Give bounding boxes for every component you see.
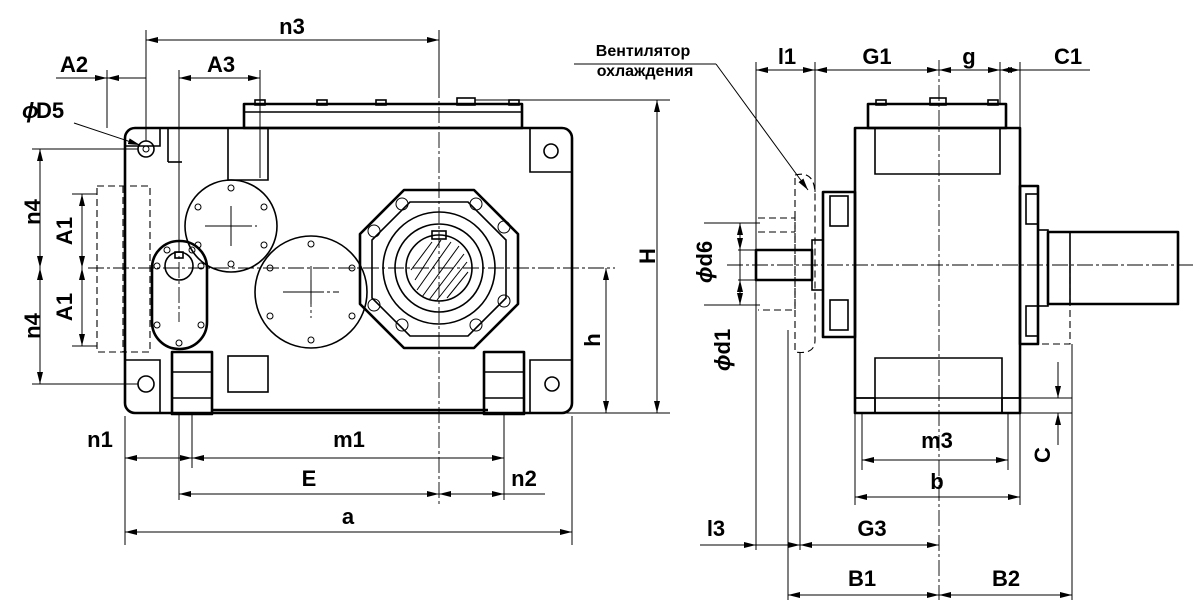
dimension-labels: n3 A2 A3 ϕ D5 n4 A1 n4 A1 H h n1 m1 E n2… [20, 14, 1082, 591]
label-d6: ϕd6 [692, 241, 717, 283]
output-flange [358, 188, 520, 350]
top-cover [242, 102, 524, 130]
label-fan-line2: охлаждения [597, 63, 694, 80]
label-h: h [580, 333, 605, 346]
foot-left [170, 350, 214, 416]
side-top-cover [866, 102, 1008, 130]
label-l1: l1 [778, 44, 796, 69]
side-view [727, 60, 1195, 600]
label-C1: C1 [1054, 44, 1082, 69]
label-a: a [342, 504, 355, 529]
mount-hole-br [544, 376, 560, 392]
label-A2: A2 [60, 52, 88, 77]
label-G3: G3 [857, 516, 886, 541]
label-n1: n1 [87, 427, 113, 452]
label-H: H [635, 248, 660, 264]
front-dimensions [32, 30, 670, 545]
label-C: C [1030, 447, 1055, 463]
label-A1-top: A1 [52, 217, 77, 245]
bearing-cover-2 [254, 235, 368, 349]
label-fan-line1: Вентилятор [596, 43, 691, 60]
label-l3: l3 [707, 516, 725, 541]
label-g: g [962, 44, 975, 69]
side-dimensions [574, 62, 1090, 600]
label-G1: G1 [862, 44, 891, 69]
label-B2: B2 [992, 566, 1020, 591]
fan-hidden-side [794, 173, 816, 354]
label-d1: ϕd1 [710, 329, 735, 371]
label-n3: n3 [279, 14, 305, 39]
mount-hole-bl [137, 375, 155, 393]
inspection-plug [227, 355, 269, 393]
side-housing [853, 126, 1022, 415]
shaft-hatching [410, 239, 469, 301]
foot-right [482, 350, 526, 416]
fan-hidden-outline [96, 185, 151, 353]
front-view [88, 32, 615, 505]
label-m1: m1 [333, 427, 365, 452]
side-left-flange [821, 190, 857, 339]
label-E: E [302, 466, 317, 491]
label-B1: B1 [848, 566, 876, 591]
label-m3: m3 [921, 428, 953, 453]
mount-hole-tr [543, 143, 559, 159]
label-n4-bottom: n4 [20, 312, 45, 338]
label-D5: D5 [36, 98, 64, 123]
bearing-cover-1 [184, 179, 278, 273]
label-b: b [930, 469, 943, 494]
mount-hole-tl [137, 140, 155, 158]
label-n2: n2 [511, 466, 537, 491]
label-A1-bottom: A1 [52, 293, 77, 321]
label-n4-top: n4 [20, 198, 45, 224]
label-phi-D5: ϕ [22, 98, 39, 123]
label-A3: A3 [207, 52, 235, 77]
side-output-shaft [1046, 230, 1180, 306]
